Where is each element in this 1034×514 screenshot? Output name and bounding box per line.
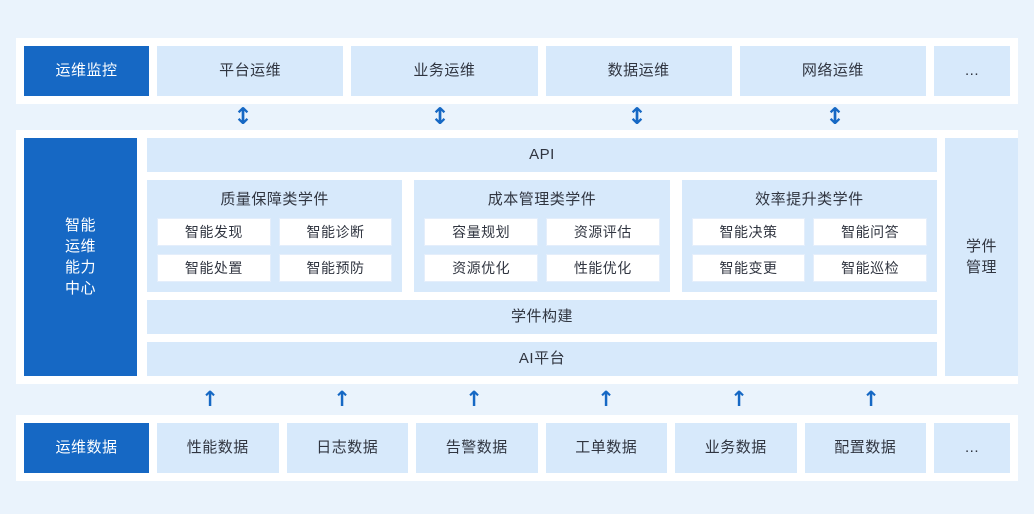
data-item-configuration[interactable]: 配置数据	[804, 423, 926, 473]
group-quality-assurance: 质量保障类学件 智能发现 智能诊断 智能处置 智能预防	[147, 180, 403, 292]
capability-center-line-2: 运维	[64, 238, 96, 255]
bidirectional-arrow-icon: ↕	[627, 104, 647, 130]
learnware-intelligent-inspection[interactable]: 智能巡检	[813, 254, 927, 282]
learnware-intelligent-handling[interactable]: 智能处置	[157, 254, 271, 282]
data-item-more[interactable]: ...	[934, 423, 1010, 473]
learnware-capacity-planning[interactable]: 容量规划	[424, 218, 538, 246]
group-efficiency-improvement-items: 智能决策 智能问答 智能变更 智能巡检	[691, 218, 927, 282]
capability-center-line-4: 中心	[64, 280, 96, 297]
group-cost-management-title: 成本管理类学件	[487, 191, 597, 208]
capability-center-header[interactable]: 智能 运维 能力 中心	[24, 138, 137, 376]
learnware-management-line-2: 管理	[965, 259, 997, 276]
data-item-ticket[interactable]: 工单数据	[545, 423, 667, 473]
group-quality-assurance-items: 智能发现 智能诊断 智能处置 智能预防	[157, 218, 393, 282]
learnware-performance-optimization[interactable]: 性能优化	[545, 254, 660, 282]
data-item-alarm[interactable]: 告警数据	[416, 423, 538, 473]
up-arrow-icon: ↑	[201, 387, 219, 411]
data-layer-header[interactable]: 运维数据	[24, 423, 149, 473]
learnware-intelligent-discovery[interactable]: 智能发现	[157, 218, 271, 246]
group-efficiency-improvement-title: 效率提升类学件	[755, 191, 864, 208]
learnware-resource-assessment[interactable]: 资源评估	[545, 218, 660, 246]
learnware-build-bar[interactable]: 学件构建	[147, 300, 937, 334]
monitoring-item-more[interactable]: ...	[934, 46, 1010, 96]
ai-platform-bar[interactable]: AI平台	[147, 342, 937, 376]
monitoring-layer-row: 运维监控 平台运维 业务运维 数据运维 网络运维 ...	[24, 46, 1010, 96]
bidirectional-arrow-icon: ↕	[233, 104, 253, 130]
monitoring-item-network[interactable]: 网络运维	[739, 46, 926, 96]
capability-center-line-3: 能力	[64, 259, 96, 276]
data-item-log[interactable]: 日志数据	[286, 423, 408, 473]
data-item-business[interactable]: 业务数据	[675, 423, 797, 473]
capability-center-stack: API 质量保障类学件 智能发现 智能诊断 智能处置 智能预防 成本管理类学件 …	[147, 138, 937, 376]
up-arrow-icon: ↑	[862, 387, 880, 411]
data-layer-row: 运维数据 性能数据 日志数据 告警数据 工单数据 业务数据 配置数据 ...	[24, 423, 1010, 473]
monitoring-item-data[interactable]: 数据运维	[545, 46, 732, 96]
group-cost-management-items: 容量规划 资源评估 资源优化 性能优化	[424, 218, 660, 282]
up-arrow-icon: ↑	[597, 387, 615, 411]
monitoring-layer-header[interactable]: 运维监控	[24, 46, 149, 96]
data-item-performance[interactable]: 性能数据	[157, 423, 279, 473]
bidirectional-arrow-row: ↕ ↕ ↕ ↕	[0, 103, 1034, 133]
learnware-intelligent-qa[interactable]: 智能问答	[813, 218, 927, 246]
learnware-intelligent-diagnosis[interactable]: 智能诊断	[278, 218, 393, 246]
group-quality-assurance-title: 质量保障类学件	[220, 191, 329, 208]
up-arrow-icon: ↑	[465, 387, 483, 411]
monitoring-item-business[interactable]: 业务运维	[351, 46, 538, 96]
api-bar[interactable]: API	[147, 138, 937, 172]
bidirectional-arrow-icon: ↕	[825, 104, 845, 130]
learnware-intelligent-change[interactable]: 智能变更	[691, 254, 806, 282]
group-cost-management: 成本管理类学件 容量规划 资源评估 资源优化 性能优化	[414, 180, 670, 292]
up-arrow-row: ↑ ↑ ↑ ↑ ↑ ↑	[0, 385, 1034, 415]
monitoring-item-platform[interactable]: 平台运维	[157, 46, 344, 96]
bidirectional-arrow-icon: ↕	[430, 104, 450, 130]
capability-center-line-1: 智能	[64, 217, 96, 234]
learnware-management-line-1: 学件	[965, 238, 997, 255]
up-arrow-icon: ↑	[333, 387, 351, 411]
learnware-resource-optimization[interactable]: 资源优化	[424, 254, 538, 282]
learnware-groups-row: 质量保障类学件 智能发现 智能诊断 智能处置 智能预防 成本管理类学件 容量规划…	[147, 180, 937, 292]
group-efficiency-improvement: 效率提升类学件 智能决策 智能问答 智能变更 智能巡检	[681, 180, 937, 292]
learnware-intelligent-prevention[interactable]: 智能预防	[278, 254, 393, 282]
learnware-management-column[interactable]: 学件 管理	[945, 138, 1018, 376]
up-arrow-icon: ↑	[730, 387, 748, 411]
learnware-intelligent-decision[interactable]: 智能决策	[691, 218, 806, 246]
